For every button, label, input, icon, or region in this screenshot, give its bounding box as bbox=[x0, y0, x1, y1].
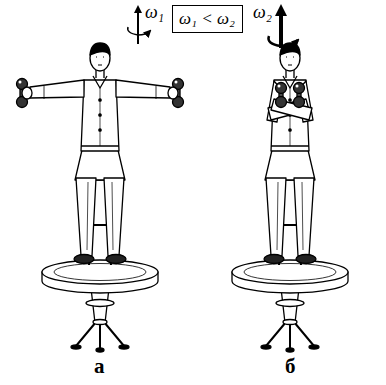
angular-velocity-label: ω₁ bbox=[145, 3, 164, 23]
arms-outstretched bbox=[17, 79, 184, 108]
figure-letter: б bbox=[285, 355, 296, 378]
arms-folded bbox=[267, 81, 313, 122]
relation-text: ω₁ < ω₂ bbox=[179, 10, 235, 29]
angular-velocity-label: ω₂ bbox=[253, 3, 272, 23]
figure-letter: а bbox=[94, 355, 105, 378]
relation-box: ω₁ < ω₂ bbox=[172, 5, 243, 33]
person-figure bbox=[232, 43, 348, 352]
